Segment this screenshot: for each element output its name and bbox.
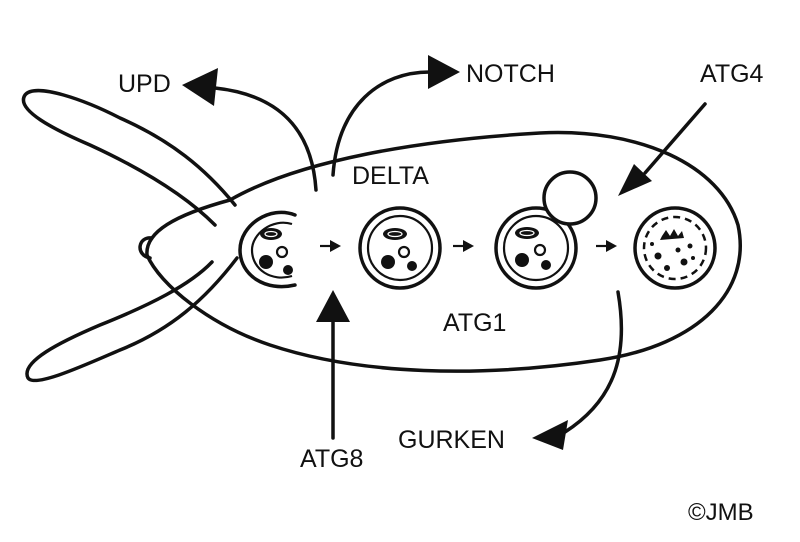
label-notch: NOTCH: [466, 60, 555, 88]
stage-cell-1: [238, 210, 297, 289]
germarium-arms: [21, 88, 239, 383]
label-atg1: ATG1: [443, 309, 506, 337]
atg4-arrow: [618, 102, 707, 196]
label-atg8: ATG8: [300, 445, 363, 473]
label-delta: DELTA: [352, 162, 429, 190]
egg-chamber-body: [138, 130, 742, 373]
oocyte-nucleus: [515, 227, 539, 239]
autophagosome-bubble: [542, 170, 598, 226]
upd-arrow: [182, 68, 318, 192]
progression-arrow-1: [320, 240, 341, 252]
oocyte-nucleus: [383, 228, 407, 240]
stage-cell-2: [358, 206, 442, 290]
fragmented-nucleus: [660, 229, 684, 240]
copyright: ©JMB: [688, 499, 754, 526]
label-upd: UPD: [118, 70, 171, 98]
stage-cell-3: [494, 170, 598, 290]
oocyte-nucleus: [260, 228, 282, 240]
progression-arrow-2: [453, 240, 474, 252]
stage-cell-4: [633, 206, 717, 290]
label-gurken: GURKEN: [398, 426, 505, 454]
notch-arrow: [331, 55, 460, 177]
atg8-arrow: [316, 290, 350, 440]
gurken-arrow: [532, 290, 624, 450]
label-atg4: ATG4: [700, 60, 764, 88]
progression-arrow-3: [596, 240, 617, 252]
